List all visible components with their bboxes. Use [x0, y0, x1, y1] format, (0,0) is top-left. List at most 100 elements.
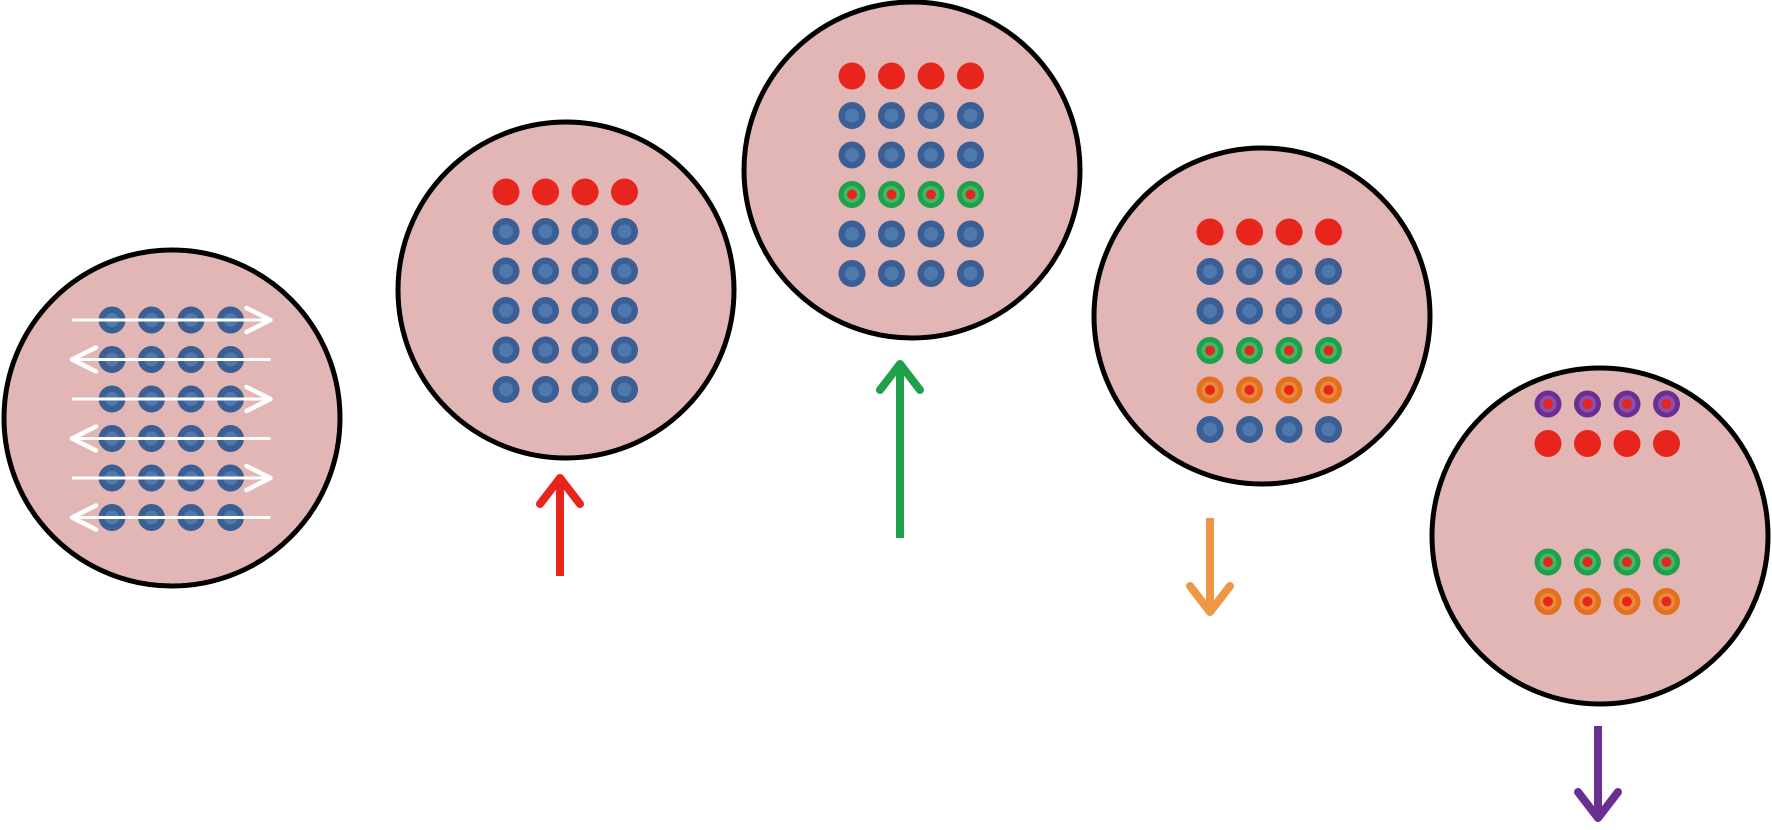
orange-ring-center [1582, 596, 1593, 607]
purple-ring-center [1661, 399, 1672, 409]
blue-dot-center [499, 343, 513, 357]
green-ring-center [1622, 557, 1632, 567]
blue-dot-center [617, 224, 632, 239]
well-circle [1429, 365, 1771, 707]
blue-dot-center [1321, 304, 1336, 318]
blue-dot-center [1282, 304, 1296, 318]
green-ring-center [847, 189, 857, 200]
blue-dot-center [963, 266, 978, 281]
green-ring-center [886, 189, 897, 200]
blue-dot-center [578, 382, 592, 397]
well-5 [1429, 365, 1771, 822]
well-3 [741, 0, 1083, 538]
red-dot [1574, 430, 1601, 457]
orange-ring-center [1284, 385, 1294, 395]
red-dot [1653, 430, 1680, 457]
blue-dot-center [538, 343, 553, 357]
blue-dot-center [1242, 304, 1257, 318]
red-dot [838, 62, 866, 90]
blue-dot-center [499, 264, 513, 278]
purple-ring-center [1582, 399, 1593, 409]
blue-dot-center [884, 108, 899, 123]
green-ring-center [1244, 345, 1255, 356]
red-dot [532, 178, 559, 206]
blue-dot-center [617, 343, 632, 357]
blue-dot-center [845, 148, 859, 162]
blue-dot-center [1321, 264, 1336, 279]
orange-ring-center [1661, 596, 1672, 607]
blue-dot-center [924, 266, 938, 281]
blue-dot-center [924, 108, 938, 123]
blue-dot-center [617, 264, 632, 278]
blue-dot-center [963, 227, 978, 241]
blue-dot-center [578, 264, 592, 278]
blue-dot-center [1321, 422, 1336, 437]
red-dot [571, 178, 599, 206]
blue-dot-center [845, 108, 859, 123]
blue-dot-center [538, 303, 553, 318]
blue-dot-center [1242, 264, 1257, 279]
blue-dot-center [1203, 422, 1217, 437]
blue-dot-center [924, 227, 938, 241]
red-dot [878, 62, 905, 90]
well-2 [395, 119, 737, 576]
blue-dot-center [963, 148, 978, 162]
red-dot [492, 178, 520, 206]
green-arrow-up-head [876, 360, 924, 394]
blue-dot-center [617, 382, 632, 397]
green-ring-center [965, 189, 976, 200]
blue-dot-center [538, 382, 553, 397]
blue-dot-center [1282, 264, 1296, 279]
red-dot [611, 178, 638, 206]
orange-ring-center [1622, 596, 1632, 607]
blue-dot-center [499, 224, 513, 239]
blue-dot-center [884, 266, 899, 281]
well-circle [395, 119, 737, 461]
red-dot [957, 62, 984, 90]
orange-ring-center [1323, 385, 1334, 395]
well-circle [1, 247, 343, 589]
blue-dot-center [499, 382, 513, 397]
blue-dot-center [924, 148, 938, 162]
purple-arrow-down-head [1574, 788, 1622, 822]
well-4 [1091, 145, 1433, 616]
orange-arrow-down-head [1186, 582, 1234, 616]
blue-dot-center [1203, 304, 1217, 318]
red-dot [1315, 218, 1342, 246]
blue-dot-center [538, 224, 553, 239]
blue-dot-center [963, 108, 978, 123]
blue-dot-center [578, 224, 592, 239]
green-ring-center [926, 189, 936, 200]
red-dot [1275, 218, 1303, 246]
red-arrow-up-head [536, 474, 584, 508]
blue-dot-center [884, 227, 899, 241]
blue-dot-center [578, 303, 592, 318]
orange-ring-center [1543, 596, 1553, 607]
orange-ring-center [1205, 385, 1215, 395]
well-1 [1, 247, 343, 589]
blue-dot-center [845, 227, 859, 241]
red-dot [1534, 430, 1562, 457]
green-ring-center [1284, 345, 1294, 356]
orange-ring-center [1244, 385, 1255, 395]
red-dot [1196, 218, 1224, 246]
blue-dot-center [499, 303, 513, 318]
blue-dot-center [1282, 422, 1296, 437]
green-ring-center [1323, 345, 1334, 356]
green-ring-center [1582, 557, 1593, 567]
purple-ring-center [1622, 399, 1632, 409]
blue-dot-center [1203, 264, 1217, 279]
red-dot [1613, 430, 1641, 457]
blue-dot-center [538, 264, 553, 278]
blue-dot-center [578, 343, 592, 357]
purple-ring-center [1543, 399, 1553, 409]
green-ring-center [1205, 345, 1215, 356]
green-ring-center [1543, 557, 1553, 567]
green-ring-center [1661, 557, 1672, 567]
red-dot [917, 62, 945, 90]
red-dot [1236, 218, 1263, 246]
well-circle [741, 0, 1083, 341]
blue-dot-center [1242, 422, 1257, 437]
